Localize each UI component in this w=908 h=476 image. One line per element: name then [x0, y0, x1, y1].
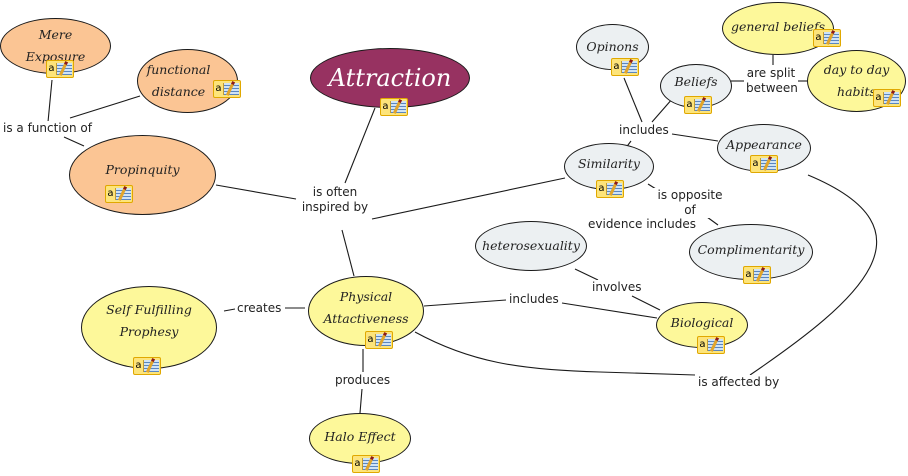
pencil-notepad-icon — [707, 339, 723, 351]
concept-label: day to day habits — [823, 62, 890, 99]
line-attraction-to-link — [344, 107, 376, 184]
annotation-note-icon[interactable]: a — [380, 98, 408, 116]
annotation-note-icon[interactable]: a — [873, 89, 901, 107]
pencil-notepad-icon — [606, 183, 622, 195]
link-produces[interactable]: produces — [333, 373, 393, 388]
line-mere-exposure-to-link — [47, 79, 53, 123]
concept-beliefs[interactable]: Beliefs — [660, 64, 732, 108]
line-functional-distance-to-link — [69, 95, 141, 119]
pencil-notepad-icon — [823, 32, 839, 44]
line-propinquity-to-link — [215, 184, 297, 200]
line-includes-to-biological — [561, 302, 658, 319]
concept-label: Beliefs — [674, 74, 718, 89]
line-link-to-appearance — [671, 133, 719, 142]
concept-label: Opinons — [586, 39, 639, 54]
pencil-notepad-icon — [375, 334, 391, 346]
pencil-notepad-icon — [115, 188, 131, 200]
concept-label: Attraction — [328, 64, 452, 92]
pencil-notepad-icon — [760, 158, 776, 170]
pencil-notepad-icon — [362, 458, 378, 470]
concept-label: Appearance — [726, 137, 802, 152]
concept-label: general beliefs — [730, 18, 826, 34]
annotation-note-icon[interactable]: a — [684, 96, 712, 114]
annotation-note-icon[interactable]: a — [352, 455, 380, 473]
line-beliefs-to-link — [651, 97, 674, 123]
line-appearance-to-affected — [749, 174, 878, 376]
annotation-note-icon[interactable]: a — [750, 155, 778, 173]
annotation-note-icon[interactable]: a — [697, 336, 725, 354]
concept-label: functional distance — [146, 62, 211, 99]
concept-label: Physical Attactiveness — [323, 289, 409, 326]
concept-mere-exposure[interactable]: Mere Exposure — [0, 18, 111, 74]
annotation-note-icon[interactable]: a — [46, 60, 74, 78]
line-link-to-similarity — [371, 177, 566, 220]
link-is-a-function-of[interactable]: is a function of — [1, 121, 94, 136]
line-physical-to-affected — [414, 331, 696, 376]
line-produces-to-halo — [359, 388, 363, 414]
annotation-note-icon[interactable]: a — [105, 185, 133, 203]
pencil-notepad-icon — [223, 83, 239, 95]
link-evidence-includes[interactable]: evidence includes — [586, 217, 698, 232]
annotation-note-icon[interactable]: a — [743, 266, 771, 284]
line-selffulfilling-to-creates — [223, 308, 236, 312]
annotation-note-icon[interactable]: a — [365, 331, 393, 349]
link-creates[interactable]: creates — [235, 301, 284, 316]
concept-label: Propinquity — [105, 162, 180, 177]
line-opinons-to-link — [623, 77, 643, 123]
line-link-to-physical — [341, 229, 355, 277]
line-link-to-propinquity — [63, 136, 85, 147]
pencil-notepad-icon — [883, 92, 899, 104]
link-is-affected-by[interactable]: is affected by — [696, 375, 782, 390]
link-is-often-inspired-by[interactable]: is often inspired by — [297, 185, 373, 215]
concept-propinquity[interactable]: Propinquity — [69, 135, 216, 215]
concept-label: heterosexuality — [482, 238, 580, 253]
concept-label: Self Fulfilling Prophesy — [106, 301, 192, 339]
line-hetero-to-involves — [574, 268, 599, 281]
link-involves[interactable]: involves — [590, 280, 644, 295]
link-are-split-between[interactable]: are split between — [744, 66, 798, 96]
annotation-note-icon[interactable]: a — [213, 80, 241, 98]
pencil-notepad-icon — [621, 61, 637, 73]
annotation-note-icon[interactable]: a — [813, 29, 841, 47]
line-opposite-to-complimentarity — [706, 216, 719, 226]
link-includes-biological[interactable]: includes — [507, 292, 561, 307]
pencil-notepad-icon — [143, 360, 159, 372]
concept-label: Halo Effect — [324, 428, 396, 444]
link-includes-beliefs[interactable]: includes — [617, 123, 671, 138]
pencil-notepad-icon — [390, 101, 406, 113]
annotation-note-icon[interactable]: a — [596, 180, 624, 198]
concept-label: Complimentarity — [697, 242, 805, 257]
concept-self-fulfilling-prophesy[interactable]: Self Fulfilling Prophesy — [81, 286, 217, 369]
concept-heterosexuality[interactable]: heterosexuality — [475, 221, 587, 271]
pencil-notepad-icon — [56, 63, 72, 75]
link-is-opposite-of[interactable]: is opposite of — [653, 188, 727, 218]
line-physical-to-includes — [423, 299, 507, 307]
concept-label: Biological — [670, 315, 734, 330]
line-involves-to-biological — [631, 295, 661, 311]
pencil-notepad-icon — [753, 269, 769, 281]
pencil-notepad-icon — [694, 99, 710, 111]
annotation-note-icon[interactable]: a — [611, 58, 639, 76]
annotation-note-icon[interactable]: a — [133, 357, 161, 375]
concept-label: Similarity — [578, 155, 640, 171]
